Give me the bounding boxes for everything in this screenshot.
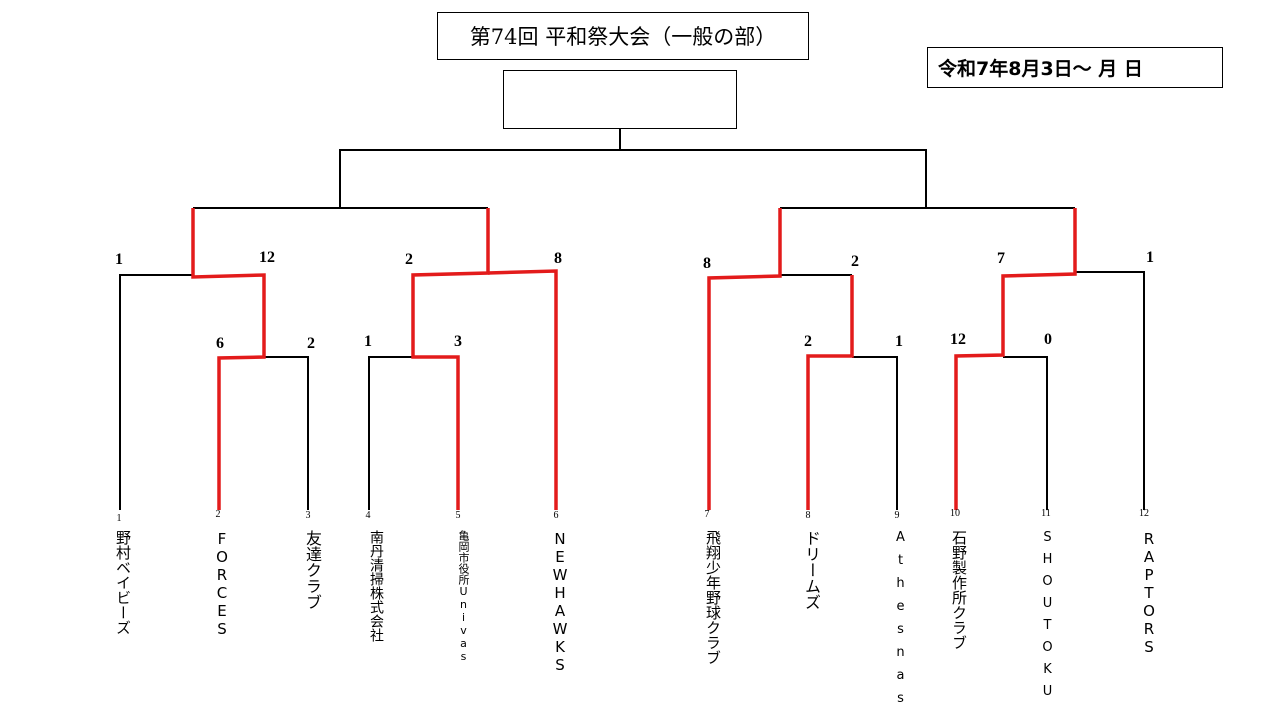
r1-m1-right	[264, 356, 309, 510]
team-name-4: 南丹清掃株式会社	[368, 530, 384, 642]
score-r2-m4-b: 1	[1146, 249, 1154, 266]
r1-m2-left	[368, 356, 413, 510]
seed-3: 3	[306, 510, 311, 521]
score-r1-m1-a: 6	[216, 335, 224, 352]
seed-11: 11	[1041, 508, 1051, 519]
winner-paths	[191, 208, 1077, 510]
seed-numbers: 1 2 3 4 5 6 7 8 9 10 11 12	[117, 508, 1150, 524]
score-r2-m3-a: 8	[703, 255, 711, 272]
seed-2: 2	[216, 509, 221, 520]
scores: 1 12 6 2 2 8 1 3 8 2 2 1 7 1 12 0	[115, 249, 1154, 352]
score-r2-m1-a: 1	[115, 251, 123, 268]
seed-4: 4	[366, 510, 371, 521]
team-name-10: 石野製作所クラブ	[950, 530, 968, 650]
team-name-8: ドリームズ	[802, 530, 821, 610]
score-r1-m3-b: 1	[895, 333, 903, 350]
score-r2-m4-a: 7	[997, 250, 1005, 267]
seed-1: 1	[117, 513, 122, 524]
seed-12: 12	[1139, 508, 1149, 519]
team-name-6: NEWHAWKS	[551, 530, 569, 674]
team-name-1: 野村ベイビーズ	[114, 530, 132, 635]
winner-path-ishino	[954, 208, 1077, 510]
tournament-date: 令和7年8月3日～ 月 日	[927, 47, 1223, 88]
team-name-9: Athesnas	[893, 530, 908, 714]
team-name-11: SHOUTOKU	[1040, 530, 1055, 706]
seed-7: 7	[705, 509, 710, 520]
final-bar	[339, 149, 927, 208]
score-r1-m4-b: 0	[1044, 331, 1052, 348]
seed-9: 9	[895, 510, 900, 521]
team-name-3: 友達クラブ	[303, 530, 322, 610]
r2-m4-right	[1075, 271, 1145, 510]
team-name-7: 飛翔少年野球クラブ	[704, 530, 722, 665]
seed-8: 8	[806, 510, 811, 521]
score-r2-m1-b: 12	[259, 249, 275, 266]
winner-path-dreams	[806, 275, 854, 510]
team-name-5: 亀岡市役所Univas	[457, 530, 470, 663]
score-r1-m1-b: 2	[307, 335, 315, 352]
seed-5: 5	[456, 510, 461, 521]
winner-path-forces	[191, 208, 266, 510]
winner-path-newhawks	[487, 269, 558, 510]
winner-path-hisho	[707, 208, 782, 510]
score-r1-m3-a: 2	[804, 333, 812, 350]
bracket-lines	[119, 129, 1145, 510]
seed-6: 6	[554, 510, 559, 521]
score-r2-m2-a: 2	[405, 251, 413, 268]
score-r1-m2-a: 1	[364, 333, 372, 350]
r1-m4-right	[1003, 356, 1048, 510]
score-r1-m4-a: 12	[950, 331, 966, 348]
score-r2-m2-b: 8	[554, 250, 562, 267]
winner-path-univas-left	[411, 208, 490, 510]
champion-box	[503, 70, 737, 129]
seed-10: 10	[950, 508, 960, 519]
score-r2-m3-b: 2	[851, 253, 859, 270]
tournament-title: 第74回 平和祭大会（一般の部）	[437, 12, 809, 60]
r1-m3-right	[852, 356, 898, 510]
team-name-12: RAPTORS	[1140, 530, 1158, 656]
score-r1-m2-b: 3	[454, 333, 462, 350]
r2-m1-left	[119, 274, 193, 510]
team-name-2: FORCES	[213, 530, 231, 638]
